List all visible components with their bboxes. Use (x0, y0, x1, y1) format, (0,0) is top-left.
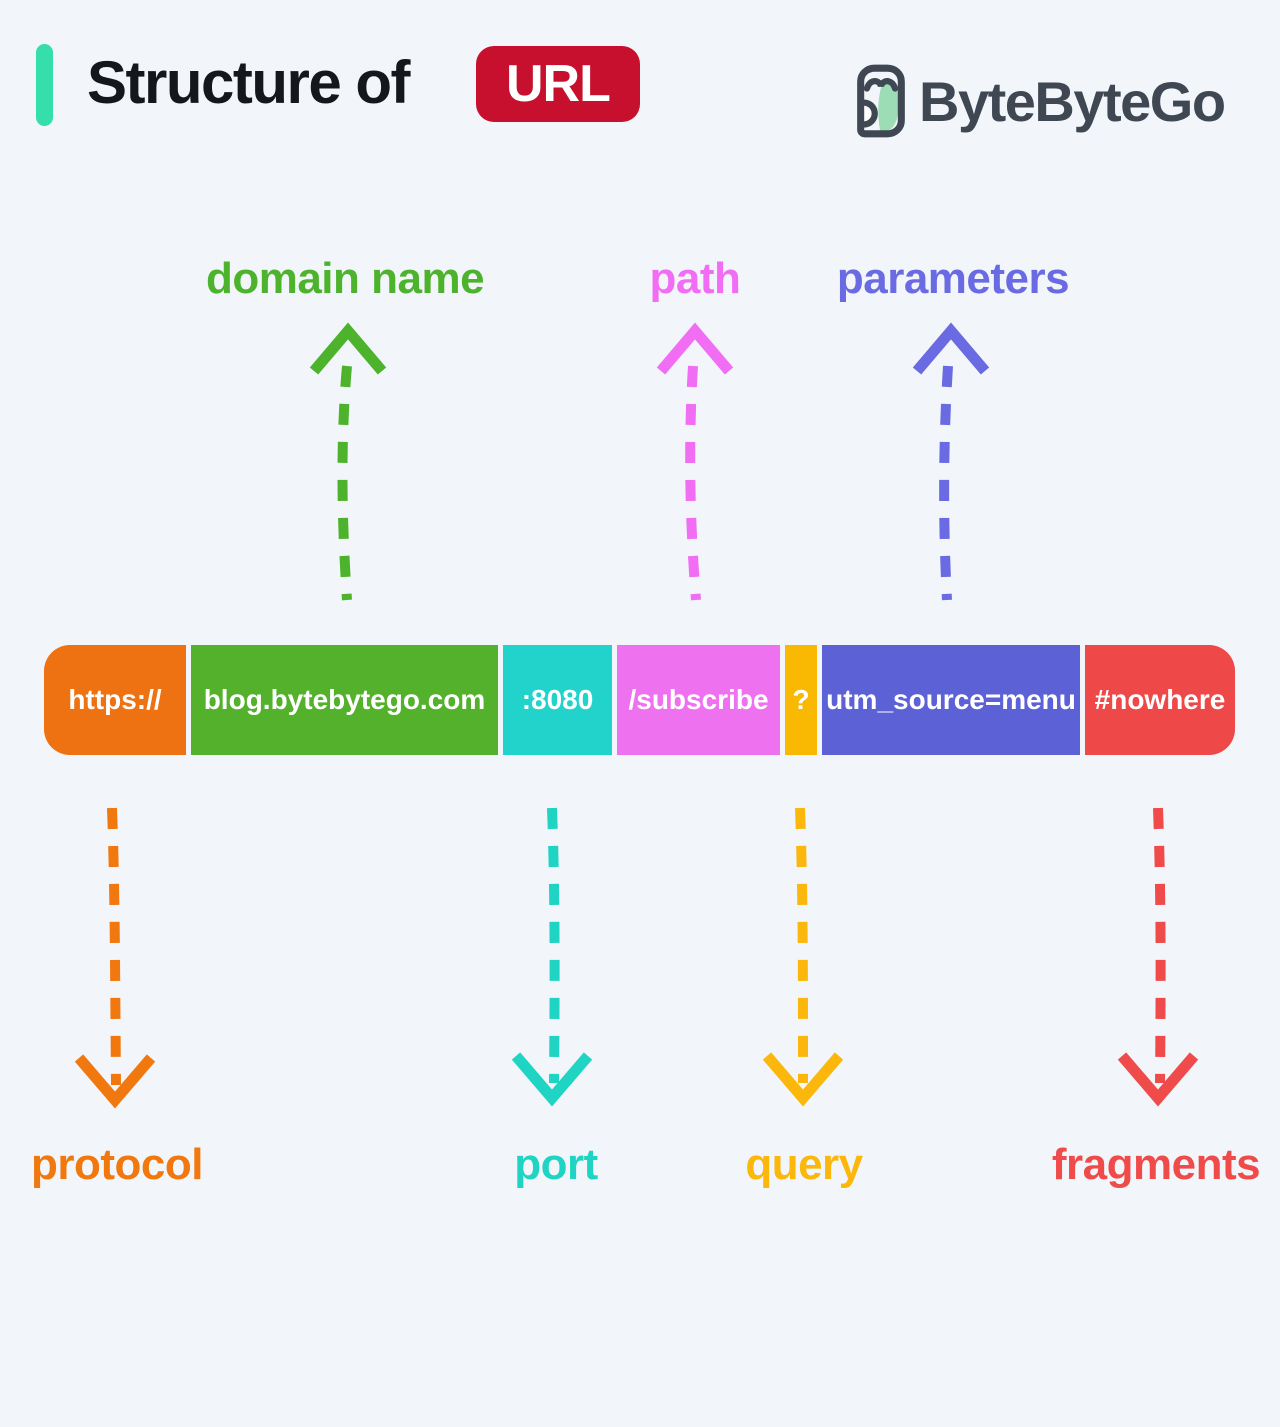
url-segment-parameters: utm_source=menu (822, 645, 1080, 755)
label-protocol: protocol (31, 1140, 203, 1189)
owl-body-fill (878, 79, 899, 132)
brand-name: ByteByteGo (919, 69, 1226, 133)
label-domain-name: domain name (205, 254, 485, 303)
url-segment-fragment: #nowhere (1085, 645, 1235, 755)
arrow-query (762, 807, 844, 1107)
label-port: port (514, 1140, 598, 1189)
url-bar: https:// blog.bytebytego.com :8080 /subs… (44, 645, 1236, 755)
bytebytego-owl-icon (857, 64, 905, 138)
label-path: path (649, 254, 741, 303)
url-segment-protocol: https:// (44, 645, 186, 755)
brand-logo: ByteByteGo (856, 60, 1226, 142)
url-badge: URL (476, 46, 640, 122)
label-fragments: fragments (1051, 1140, 1261, 1189)
url-segment-domain-name: blog.bytebytego.com (191, 645, 498, 755)
url-segment-query-separator: ? (785, 645, 817, 755)
arrow-fragments (1117, 807, 1199, 1107)
arrow-path (656, 322, 734, 601)
arrow-parameters (912, 322, 990, 601)
arrow-port (511, 807, 593, 1107)
arrow-domain-name (309, 322, 387, 601)
page-title: Structure of (87, 49, 411, 116)
arrow-protocol (74, 807, 156, 1109)
owl-ears (863, 78, 899, 92)
title-accent-bar (36, 44, 53, 126)
url-segment-path: /subscribe (617, 645, 780, 755)
label-query: query (745, 1140, 863, 1189)
label-parameters: parameters (836, 254, 1070, 303)
url-segment-port: :8080 (503, 645, 612, 755)
owl-outline (857, 64, 905, 138)
